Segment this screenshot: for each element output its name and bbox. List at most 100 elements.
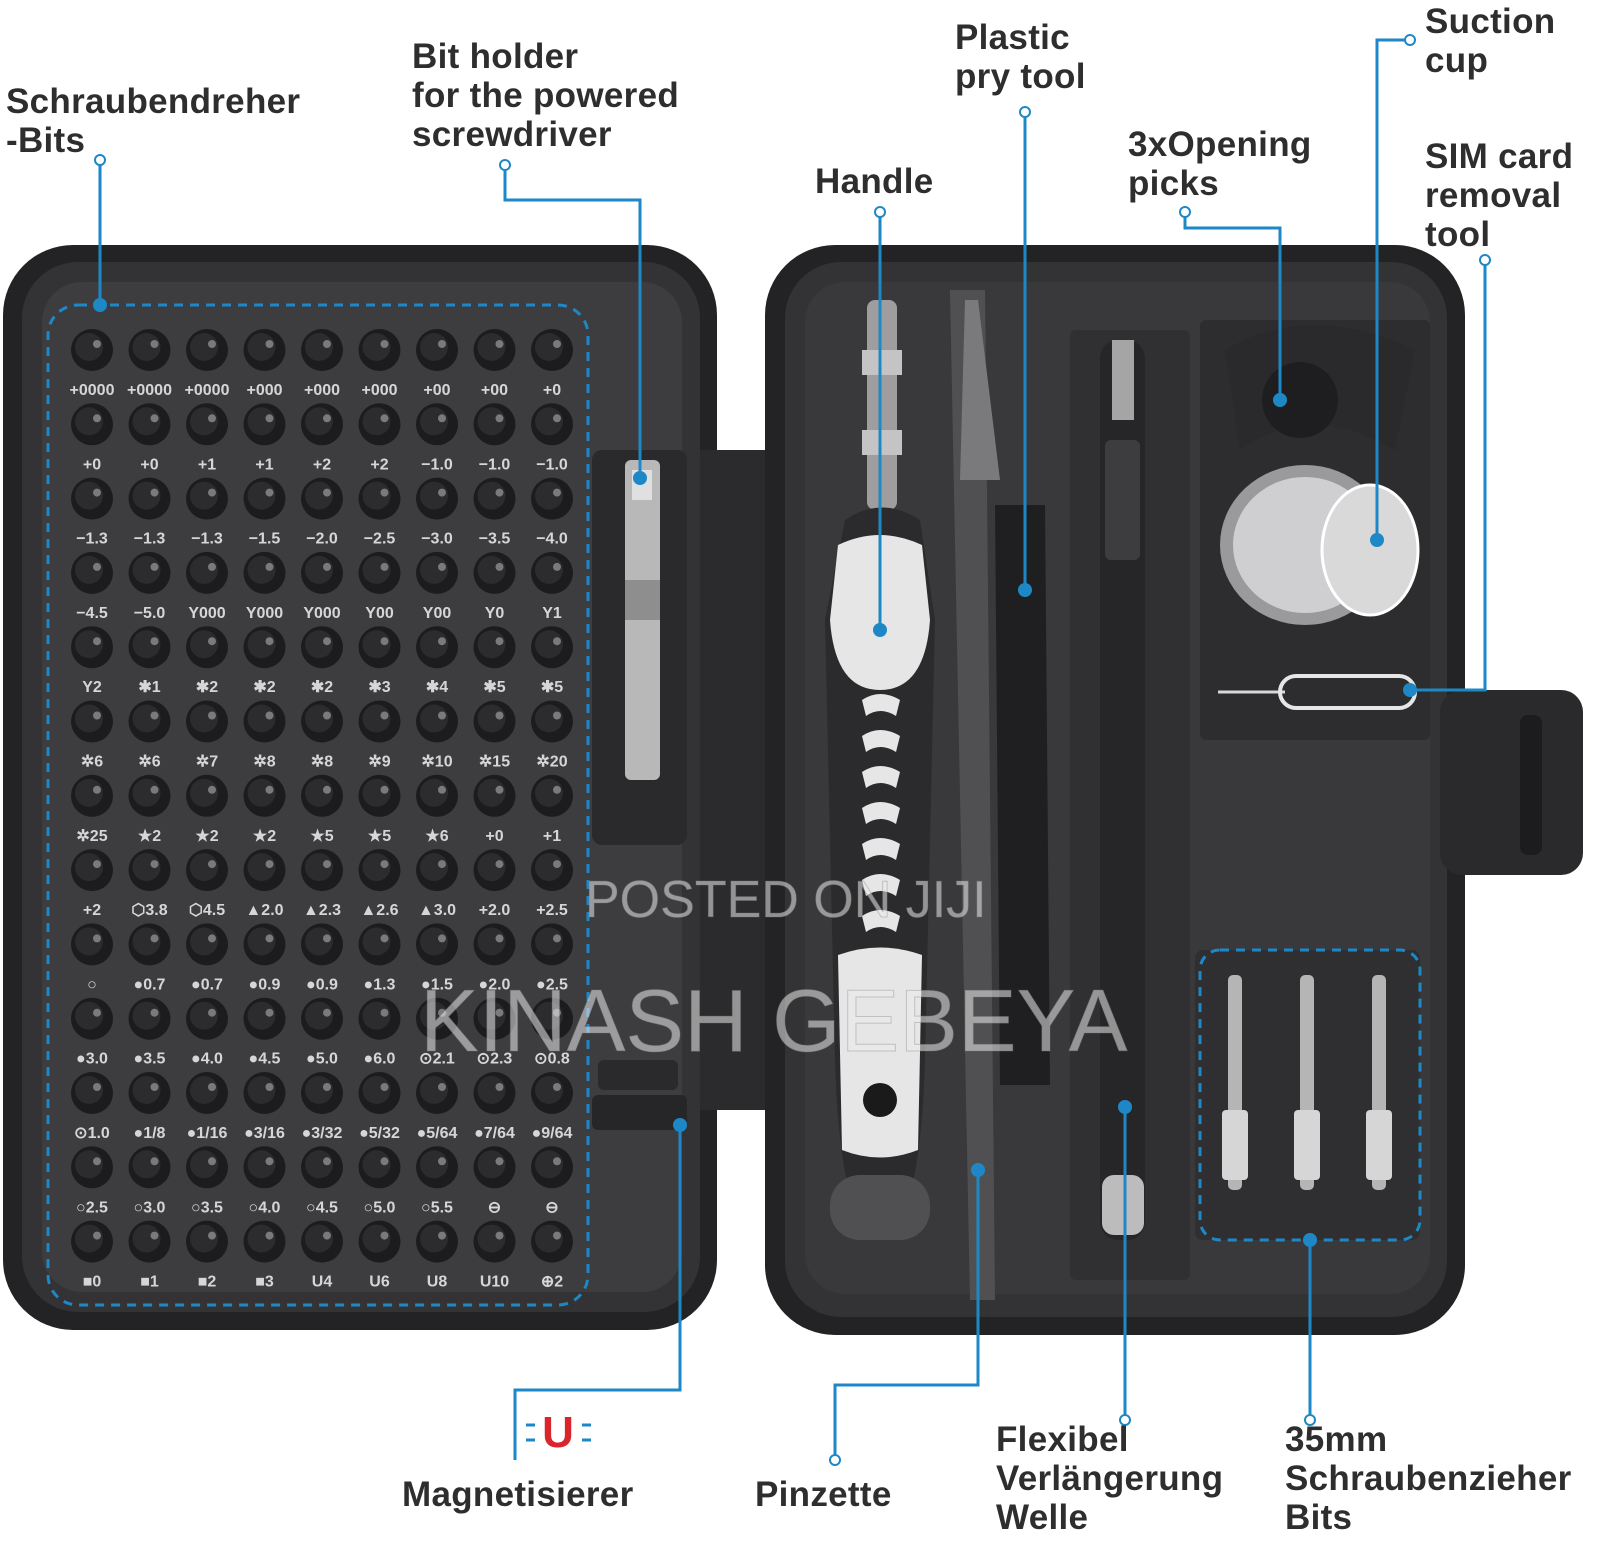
bits-35mm (1222, 975, 1392, 1190)
handle-grip-mark (862, 694, 900, 716)
bit-slot: +0000 (70, 329, 115, 399)
bit-size-label: ○3.0 (134, 1199, 166, 1216)
bit-size-label: −1.3 (134, 531, 166, 548)
handle-grip-mark (862, 730, 900, 752)
bit-size-label: ●0.9 (306, 976, 338, 993)
bit-size-label: ⊙1.0 (74, 1125, 110, 1142)
bit-slot: ★2 (243, 774, 286, 845)
bit-slot: ✱5 (531, 626, 573, 696)
bit-size-label: ✱4 (426, 679, 448, 696)
bit-size-label: U4 (312, 1274, 333, 1291)
bit-size-label: ●0.7 (191, 976, 223, 993)
bit-size-label: ●1/8 (134, 1125, 166, 1142)
bit-size-label: ✲6 (81, 754, 103, 771)
bit-slot: ■2 (186, 1220, 228, 1291)
bit-slot: ✱2 (301, 626, 343, 696)
bit-slot: ✲8 (301, 700, 343, 771)
bit-slot: ●4.0 (186, 997, 228, 1068)
bit-slot: ▲2.3 (301, 849, 343, 919)
bit-slot: −5.0 (128, 551, 171, 622)
bit-size-label: ●0.9 (249, 976, 281, 993)
bit-slot: ○ (71, 923, 113, 993)
bit-slot: U8 (416, 1220, 458, 1291)
bit-size-label: ⊕2 (541, 1274, 563, 1291)
bit-size-label: ●2.5 (536, 976, 568, 993)
bit-size-label: ●5.0 (306, 1051, 338, 1068)
bit-size-label: ●5/32 (359, 1125, 400, 1142)
bit-slot: ⊙2.3 (473, 997, 516, 1068)
bit-slot: ⊕2 (531, 1220, 573, 1291)
bit-slot: +0 (128, 403, 171, 473)
bit-slot: ⊖ (473, 1146, 516, 1216)
bit-size-label: ✲9 (368, 754, 390, 771)
bit-size-label: +000 (246, 382, 282, 399)
handle-grip-mark (862, 874, 900, 896)
opening-picks (1225, 325, 1415, 450)
bit-size-label: ✲10 (421, 754, 452, 771)
bit-slot: ■3 (243, 1220, 286, 1291)
bit-slot: +0 (71, 403, 113, 473)
bit-size-label: ▲3.0 (418, 902, 456, 919)
bit-size-label: −1.3 (76, 531, 108, 548)
bit-slot: ✱2 (186, 626, 228, 696)
bit-slot: ✲9 (358, 700, 401, 771)
bit-slot: Y000 (301, 551, 343, 622)
bit-slot: ●3/32 (301, 1072, 343, 1142)
bit-size-label: ○4.0 (249, 1199, 281, 1216)
bit-size-label: +00 (481, 382, 508, 399)
bit-size-label: ✱2 (253, 679, 275, 696)
bit-slot: ●1.5 (416, 923, 458, 993)
bit-slot: +1 (243, 403, 286, 473)
bit-size-label: ●1.5 (421, 976, 453, 993)
bit-slot: Y2 (71, 626, 113, 696)
bit-size-label: U6 (369, 1274, 390, 1291)
bit-size-label: −3.5 (479, 531, 511, 548)
label-sim-tool: SIM card removal tool (1425, 137, 1574, 254)
bit-slot: ●3.5 (128, 997, 171, 1068)
bit-size-label: +2.0 (479, 902, 511, 919)
bit-slot: +0000 (127, 329, 172, 399)
label-tweezers: Pinzette (755, 1475, 892, 1514)
label-bits: Schraubendreher -Bits (6, 82, 301, 160)
bit-size-label: +1 (543, 828, 561, 845)
bit-size-label: ○2.5 (76, 1199, 108, 1216)
bit-slot: ⊙2.1 (416, 997, 458, 1068)
bit-slot: ▲2.0 (243, 849, 286, 919)
tweezers (950, 290, 1000, 1300)
bit-size-label: ★2 (138, 828, 161, 845)
bit-size-label: ⊖ (488, 1199, 501, 1216)
bit-size-label: ●5/64 (417, 1125, 458, 1142)
bit-size-label: ✲7 (196, 754, 218, 771)
bit-size-label: −2.5 (364, 531, 396, 548)
bit-size-label: −1.3 (191, 531, 223, 548)
bit-size-label: −3.0 (421, 531, 453, 548)
bit-slot: +2 (301, 403, 343, 473)
label-extension-shaft: Flexibel Verlängerung Welle (996, 1420, 1224, 1537)
bit-slot: ●2.5 (531, 923, 573, 993)
bit-size-label: −1.0 (479, 456, 511, 473)
bit-slot: ✱5 (473, 626, 516, 696)
bit-slot: ⬡4.5 (186, 849, 228, 919)
bit-slot: ○4.5 (301, 1146, 343, 1216)
bit-slot: ▲2.6 (358, 849, 401, 919)
bit-slot: +00 (416, 329, 458, 399)
bit-slot: ○4.0 (243, 1146, 286, 1216)
bit-size-label: ⊙2.1 (419, 1051, 455, 1068)
bit-slot: ●3/16 (243, 1072, 286, 1142)
callout-endpoints (94, 34, 1491, 1466)
plastic-pry-tool (995, 505, 1050, 1085)
bit-slot: ○5.0 (358, 1146, 401, 1216)
bit-slot: ✱3 (358, 626, 401, 696)
bit-slot: +2 (358, 403, 401, 473)
bit-slot: +2.0 (473, 849, 516, 919)
callout-lines (98, 38, 1487, 1460)
bit-slot: ✲7 (186, 700, 228, 771)
handle-grips (862, 694, 900, 932)
bit-size-label: +00 (423, 382, 450, 399)
label-magnetizer: Magnetisierer (402, 1475, 634, 1514)
bit-size-label: ○5.5 (421, 1199, 453, 1216)
label-plastic-pry-tool: Plastic pry tool (955, 18, 1086, 96)
bit-slot: −1.3 (128, 477, 171, 548)
bit-size-label: U10 (480, 1274, 509, 1291)
bit-size-label: ✲8 (253, 754, 275, 771)
